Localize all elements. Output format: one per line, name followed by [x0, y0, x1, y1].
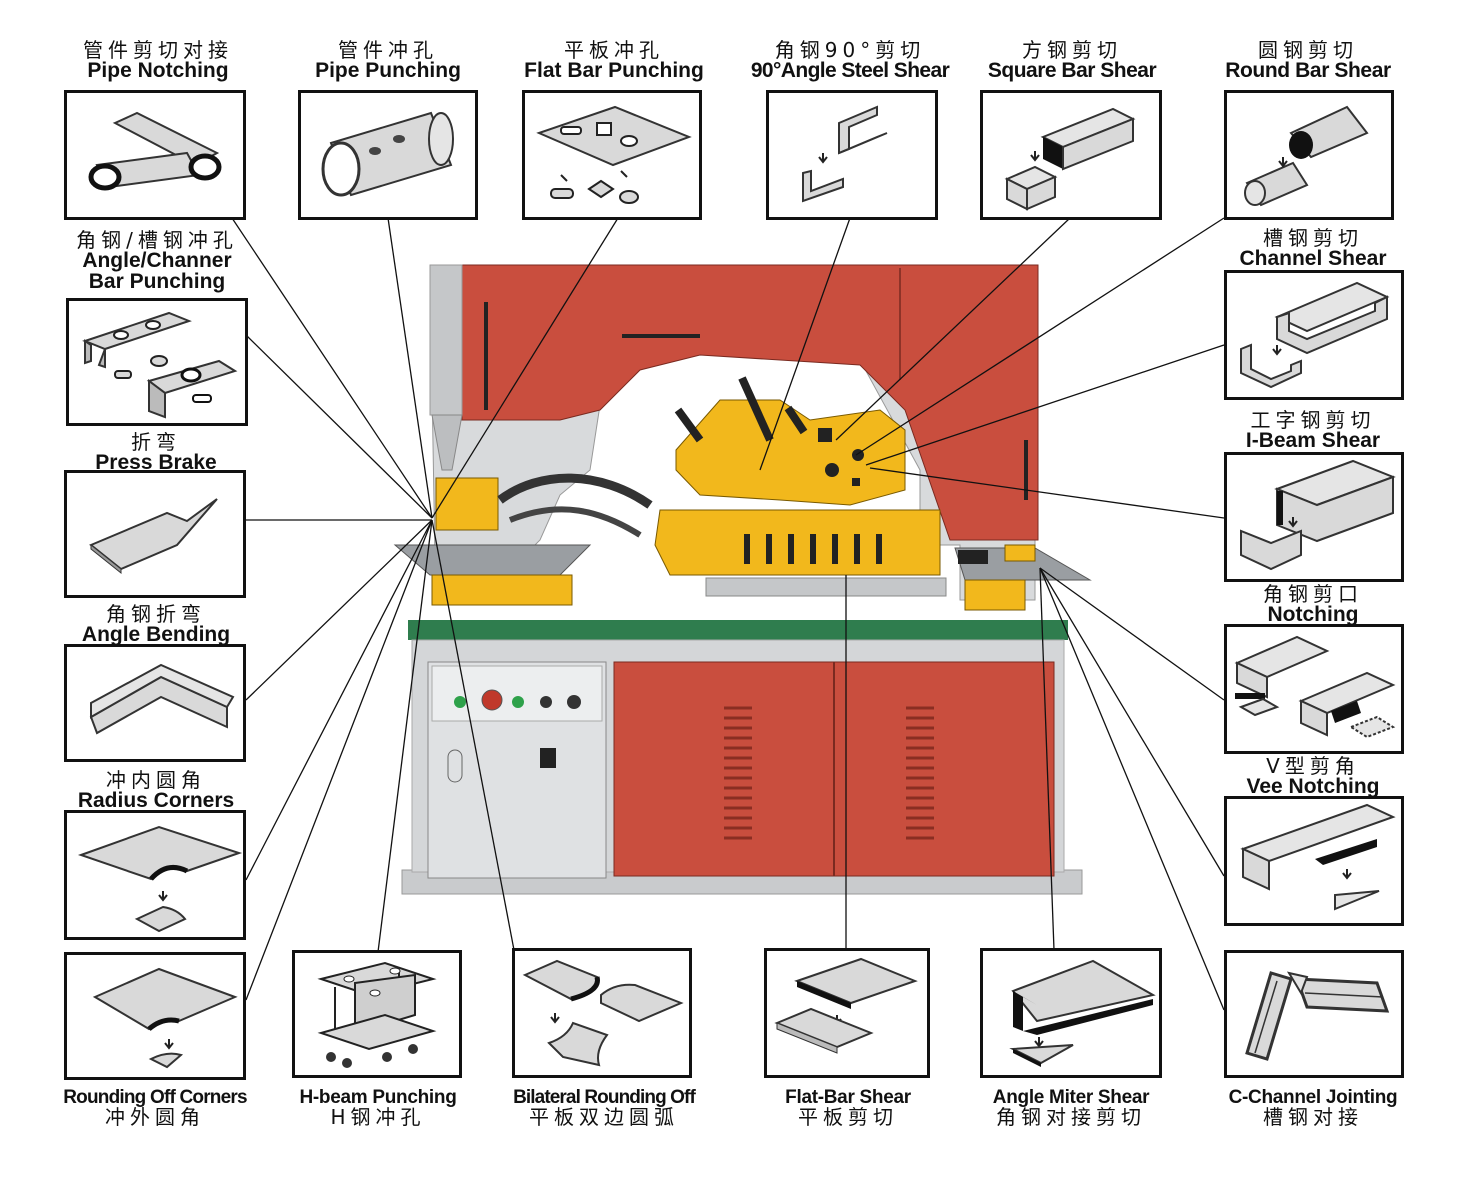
- panel-rounding-off-corners: [64, 952, 246, 1080]
- key-switch: [540, 696, 552, 708]
- punched-pipe-icon: [321, 111, 454, 197]
- punched-plate-icon: [536, 105, 692, 204]
- punched-channel-icon: [82, 311, 238, 419]
- h-beam-icon: [317, 961, 437, 1068]
- label-angle-bending: 角钢折弯 Angle Bending: [81, 602, 231, 646]
- label-radius-corners: 冲内圆角 Radius Corners: [77, 768, 235, 812]
- outer-radius-plate-icon: [92, 967, 238, 1069]
- flat-bar-icon: [774, 957, 918, 1054]
- square-bar-icon: [1004, 107, 1136, 211]
- panel-flat-bar-shear: [764, 948, 930, 1078]
- vee-notched-angle-icon: [1240, 803, 1396, 911]
- panel-angle-channel-punching: [66, 298, 248, 426]
- label-vee-notching: V型剪角 Vee Notching: [1246, 754, 1380, 798]
- angle-steel-icon: [802, 105, 888, 203]
- label-angle-steel-shear: 角钢90°剪切 90°Angle Steel Shear: [750, 38, 950, 82]
- i-beam-icon: [1240, 459, 1396, 571]
- pipe-tee-icon: [88, 111, 222, 191]
- label-notching: 角钢剪口 Notching: [1263, 582, 1363, 626]
- channel-icon: [1240, 281, 1390, 389]
- flat-bar-shear-station: [654, 509, 941, 576]
- inner-radius-plate-icon: [77, 825, 243, 933]
- label-flat-bar-shear: Flat-Bar Shear 平板剪切: [785, 1087, 911, 1129]
- notched-angle-icon: [1234, 635, 1396, 739]
- selector-knob: [567, 695, 581, 709]
- label-angle-channel-punching: 角钢/槽钢冲孔 Angle/Channer Bar Punching: [76, 228, 238, 293]
- vent-slots-right: [906, 706, 934, 840]
- panel-i-beam-shear: [1224, 452, 1404, 582]
- start-button: [512, 696, 524, 708]
- jointed-channel-icon: [1245, 971, 1390, 1061]
- label-round-bar-shear: 圆钢剪切 Round Bar Shear: [1225, 38, 1391, 82]
- panel-notching: [1224, 624, 1404, 754]
- label-square-bar-shear: 方钢剪切 Square Bar Shear: [987, 38, 1157, 82]
- bilateral-rounded-plate-icon: [522, 959, 684, 1067]
- main-switch: [540, 748, 556, 768]
- mitered-angle-icon: [1009, 959, 1156, 1067]
- punch-table: [393, 544, 592, 576]
- label-pipe-punching: 管件冲孔 Pipe Punching: [315, 38, 461, 82]
- panel-channel-shear: [1224, 270, 1404, 400]
- label-bilateral-rounding-off: Bilateral Rounding Off 平板双边圆弧: [513, 1087, 696, 1129]
- round-bar-icon: [1244, 105, 1369, 207]
- bent-angle-icon: [89, 663, 235, 735]
- button-strip: [431, 665, 603, 722]
- label-c-channel-jointing: C-Channel Jointing 槽钢对接: [1228, 1087, 1398, 1129]
- green-button: [454, 696, 466, 708]
- punch-station: [435, 477, 499, 531]
- panel-round-bar-shear: [1224, 90, 1394, 220]
- panel-flat-bar-punching: [522, 90, 702, 220]
- emergency-stop-button: [481, 689, 503, 711]
- label-press-brake: 折弯 Press Brake: [95, 430, 217, 474]
- panel-angle-steel-shear: [766, 90, 938, 220]
- label-angle-miter-shear: Angle Miter Shear 角钢对接剪切: [992, 1087, 1150, 1129]
- label-i-beam-shear: 工字钢剪切 I-Beam Shear: [1245, 408, 1381, 452]
- panel-h-beam-punching: [292, 950, 462, 1078]
- label-rounding-off-corners: Rounding Off Corners 冲外圆角: [63, 1087, 247, 1129]
- panel-radius-corners: [64, 810, 246, 940]
- panel-square-bar-shear: [980, 90, 1162, 220]
- panel-c-channel-jointing: [1224, 950, 1404, 1078]
- label-channel-shear: 槽钢剪切 Channel Shear: [1239, 226, 1387, 270]
- panel-press-brake: [64, 470, 246, 598]
- label-h-beam-punching: H-beam Punching H钢冲孔: [299, 1087, 457, 1129]
- panel-pipe-notching: [64, 90, 246, 220]
- bent-plate-icon: [89, 498, 218, 575]
- panel-bilateral-rounding-off: [512, 948, 692, 1078]
- work-table: [408, 620, 1068, 640]
- panel-angle-bending: [64, 644, 246, 762]
- label-flat-bar-punching: 平板冲孔 Flat Bar Punching: [524, 38, 704, 82]
- vent-slots-left: [724, 706, 752, 840]
- punch-column: [429, 264, 463, 416]
- panel-angle-miter-shear: [980, 948, 1162, 1078]
- panel-pipe-punching: [298, 90, 478, 220]
- label-pipe-notching: 管件剪切对接 Pipe Notching: [83, 38, 233, 82]
- panel-vee-notching: [1224, 796, 1404, 926]
